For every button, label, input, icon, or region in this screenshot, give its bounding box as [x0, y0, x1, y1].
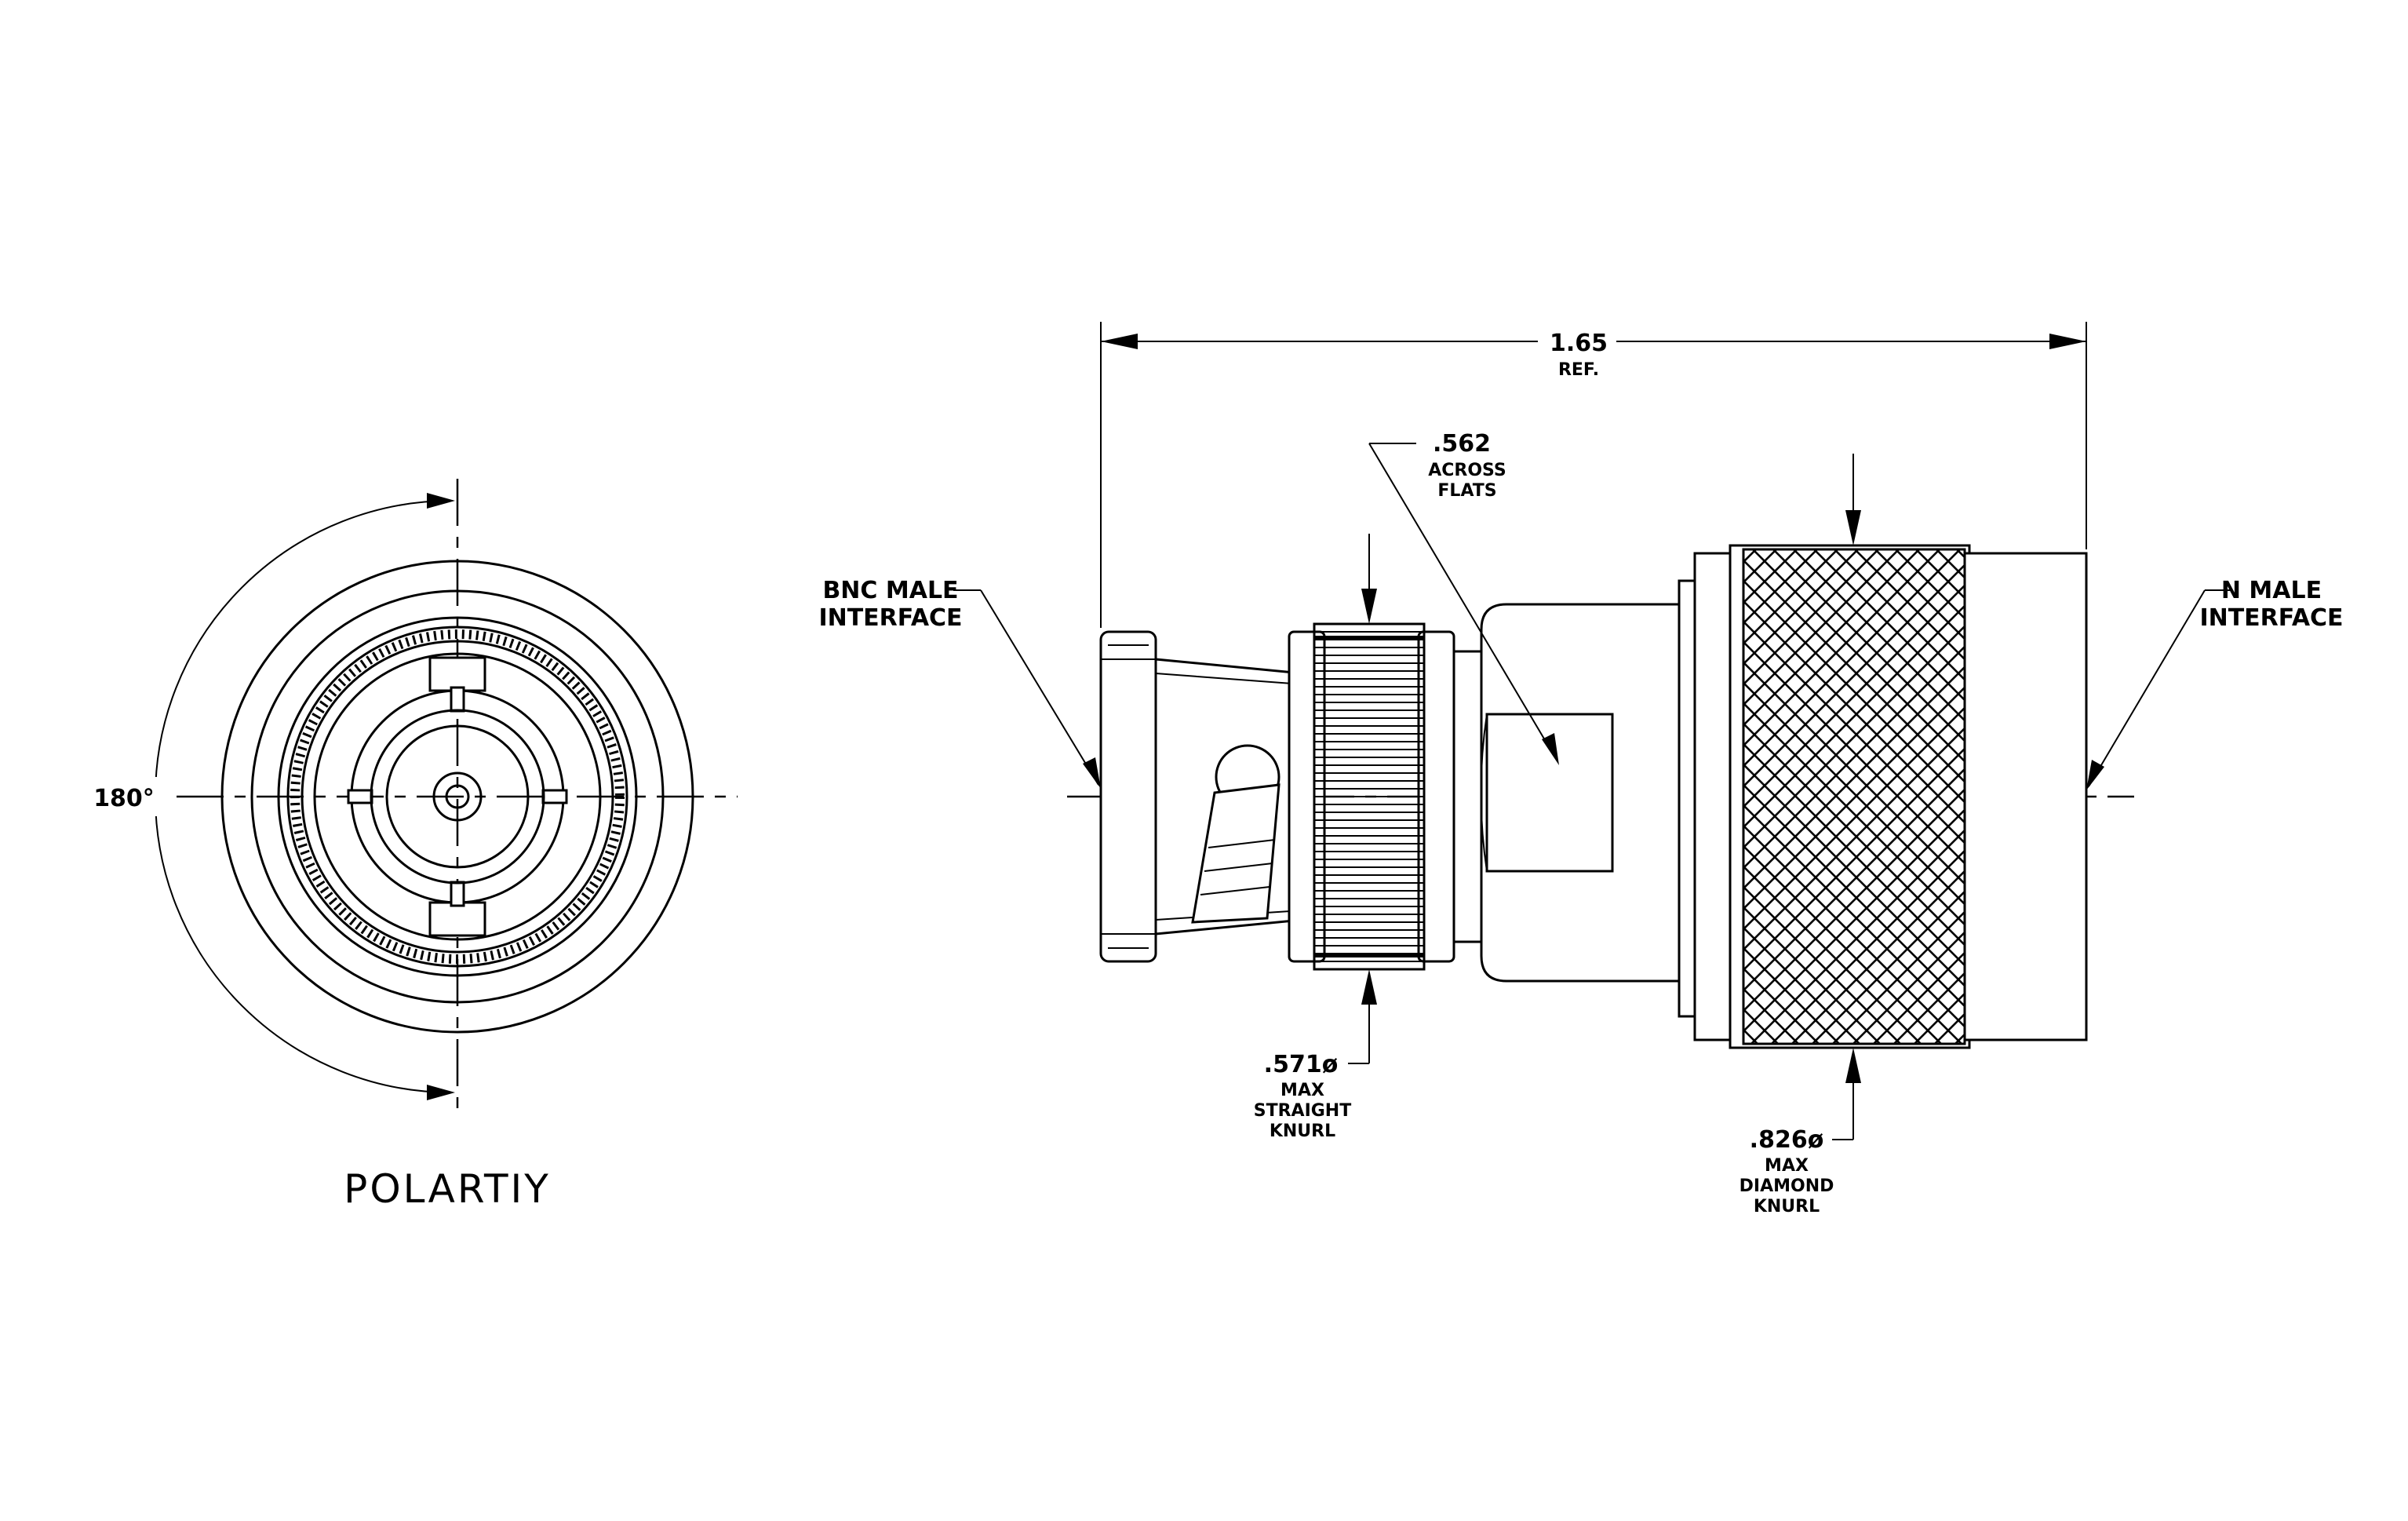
center-pin	[445, 784, 470, 809]
arc-arrow-top	[427, 493, 455, 509]
insulator-inner	[385, 724, 530, 869]
straight-knurl-value: .571ø	[1264, 1051, 1339, 1078]
ring-3	[277, 616, 638, 977]
insulator-outer	[370, 709, 545, 885]
slot-line	[1200, 886, 1270, 895]
n-rear-body	[1963, 552, 2088, 1041]
straight-knurl-note-1: MAX	[1281, 1081, 1324, 1100]
straight-knurl-nut	[1313, 622, 1426, 971]
n-label-1: N MALE	[2221, 577, 2322, 604]
overall-length-note: REF.	[1558, 360, 1599, 380]
diamond-knurl-nut	[1742, 548, 1966, 1045]
polarity-title: POLARTIY	[344, 1166, 551, 1212]
diamond-knurl-note-3: KNURL	[1754, 1197, 1820, 1216]
ring-6	[313, 652, 602, 941]
side-view: 1.65 REF. .562 ACROSS FLATS BNC MALE INT…	[818, 322, 2344, 1216]
ring-2	[250, 589, 665, 1004]
ring-4	[286, 626, 628, 968]
ring-5	[301, 640, 614, 954]
bayonet-serration	[290, 629, 625, 964]
n-arrow	[2086, 760, 2104, 790]
angle-label: 180°	[93, 785, 155, 812]
body-edge-line	[1155, 673, 1303, 685]
diamond-knurl-value: .826ø	[1750, 1126, 1824, 1154]
bnc-label-1: BNC MALE	[822, 577, 958, 604]
polarity-view: 180° POLARTIY	[90, 479, 738, 1212]
bnc-leader	[980, 589, 1099, 786]
contact-slots	[347, 686, 568, 907]
outer-ring	[220, 560, 694, 1034]
flats-leader	[1368, 443, 1558, 762]
diamond-knurl-arrow-top	[1845, 510, 1861, 545]
n-leader	[2088, 589, 2206, 787]
bottom-lug	[428, 901, 486, 937]
dim-arrow-right	[2049, 334, 2086, 349]
hex-flat-edge	[1480, 713, 1488, 872]
bnc-front-cap	[1099, 630, 1157, 963]
flats-value: .562	[1433, 430, 1491, 458]
slot-line	[1208, 839, 1276, 848]
diamond-knurl-arrow-bottom	[1845, 1048, 1861, 1083]
flats-note-1: ACROSS	[1428, 461, 1506, 480]
coupling-ring	[1452, 650, 1483, 943]
center-pin-outer	[432, 771, 483, 822]
straight-knurl-arrow-top	[1361, 589, 1377, 624]
slot-line	[1204, 863, 1273, 872]
arc-arrow-bottom	[427, 1085, 455, 1100]
straight-knurl-note-2: STRAIGHT	[1254, 1101, 1351, 1121]
flats-note-2: FLATS	[1437, 481, 1496, 501]
arc-label-gap	[90, 777, 161, 816]
overall-length-value: 1.65	[1550, 330, 1608, 357]
n-label-2: INTERFACE	[2199, 604, 2343, 632]
bnc-label-2: INTERFACE	[818, 604, 962, 632]
top-lug	[428, 656, 486, 692]
bnc-arrow	[1083, 757, 1101, 789]
straight-knurl-note-3: KNURL	[1270, 1122, 1335, 1141]
straight-knurl-arrow-bottom	[1361, 969, 1377, 1005]
diamond-knurl-note-2: DIAMOND	[1740, 1176, 1834, 1196]
diamond-knurl-note-1: MAX	[1765, 1156, 1809, 1176]
dim-arrow-left	[1101, 334, 1138, 349]
flats-arrow	[1542, 733, 1559, 765]
